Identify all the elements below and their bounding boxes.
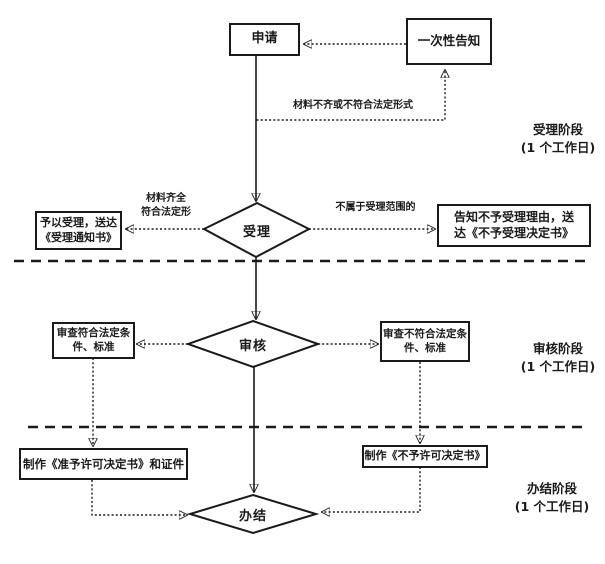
stage-accept-duration: (1 个工作日) xyxy=(520,140,596,155)
stage-accept-name: 受理阶段 xyxy=(532,122,583,137)
make-denial-box: 制作《不予许可决定书》 xyxy=(362,445,488,468)
review-diamond xyxy=(185,319,321,369)
out-of-scope-label: 不属于受理范围的 xyxy=(335,202,416,213)
accept-diamond-label: 受理 xyxy=(242,224,271,240)
accept-no-box: 告知不予受理理由，送达《不予受理决定书》 xyxy=(437,204,591,247)
stage-accept: 受理阶段 (1 个工作日) xyxy=(508,121,605,157)
review-pass-box: 审查符合法定条件、标准 xyxy=(52,322,135,359)
one-time-notice-box: 一次性告知 xyxy=(406,18,492,65)
materials-complete-label: 材料齐全 符合法定形 xyxy=(141,193,191,218)
stage-review: 审核阶段 (1 个工作日) xyxy=(508,340,605,376)
stage-finish-duration: (1 个工作日) xyxy=(514,499,590,514)
stage-finish: 办结阶段 (1 个工作日) xyxy=(502,480,602,516)
apply-box: 申请 xyxy=(229,23,300,56)
edge-make-permit-to-finish xyxy=(91,480,187,515)
stage-review-duration: (1 个工作日) xyxy=(520,359,596,374)
accept-yes-box: 予以受理，送达《受理通知书》 xyxy=(35,211,122,250)
edge-make-denial-to-finish xyxy=(322,467,421,512)
stage-review-name: 审核阶段 xyxy=(532,341,583,356)
review-diamond-label: 审核 xyxy=(238,338,267,354)
make-permit-box: 制作《准予许可决定书》和证件 xyxy=(19,448,188,480)
finish-diamond-label: 办结 xyxy=(238,508,267,524)
stage-finish-name: 办结阶段 xyxy=(526,481,577,496)
review-fail-box: 审查不符合法定条件、标准 xyxy=(380,321,470,362)
edge-incomplete-to-notice xyxy=(256,70,446,121)
materials-incomplete-label: 材料不齐或不符合法定形式 xyxy=(293,100,413,111)
accept-diamond xyxy=(201,201,312,259)
finish-diamond xyxy=(186,493,320,535)
